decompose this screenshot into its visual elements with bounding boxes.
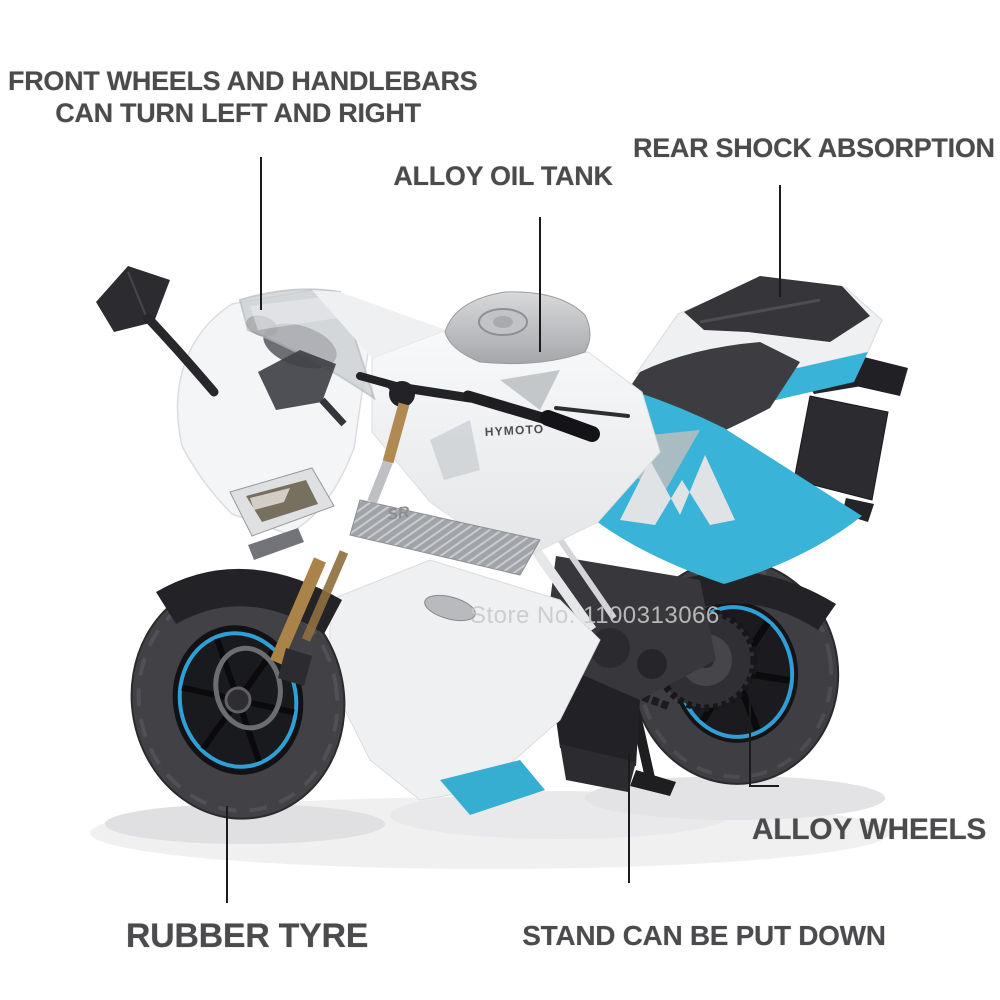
- callout-alloy-oil-tank: ALLOY OIL TANK: [393, 161, 613, 191]
- engine: [548, 556, 716, 792]
- leader-line-alloy-wheels-tick: [749, 785, 779, 787]
- front-fork-legs: [270, 550, 349, 686]
- brake-caliper: [278, 648, 312, 686]
- upper-cowl: [312, 290, 446, 358]
- leader-line-rear-shock: [779, 185, 781, 297]
- left-mirror: [96, 266, 219, 397]
- brand-logo-hymoto: HYMOTO: [484, 422, 544, 439]
- callout-front-wheels-handlebars: FRONT WHEELS AND HANDLEBARS CAN TURN LEF…: [8, 66, 478, 130]
- leader-line-rubber-tyre: [226, 806, 228, 903]
- callout-alloy-wheels: ALLOY WHEELS: [751, 813, 987, 846]
- carbon-vent-panel: [349, 499, 541, 576]
- callout-stand: STAND CAN BE PUT DOWN: [522, 920, 886, 951]
- exhaust: [560, 744, 636, 792]
- camo-patch: [430, 420, 480, 480]
- store-watermark: Store No. 1100313066: [470, 602, 720, 629]
- brake-disc: [213, 645, 283, 731]
- upper-fork: [367, 381, 415, 504]
- chrome-vent: [424, 594, 476, 622]
- leader-line-front-wheels: [260, 157, 262, 310]
- callout-rubber-tyre: RUBBER TYRE: [125, 917, 369, 955]
- leader-line-alloy-wheels: [749, 697, 751, 787]
- lower-fairing: [329, 559, 601, 815]
- right-mirror: [258, 350, 347, 427]
- rear-seat-cowl: [684, 276, 870, 342]
- model-badge-sr: SR: [386, 504, 411, 524]
- callout-rear-shock-absorption: REAR SHOCK ABSORPTION: [633, 133, 995, 163]
- headlight: [229, 467, 335, 537]
- leader-line-stand: [628, 753, 630, 883]
- fuel-tank-top: [444, 291, 591, 365]
- callout-front-line1: FRONT WHEELS AND HANDLEBARS: [8, 66, 478, 96]
- callout-front-line2: CAN TURN LEFT AND RIGHT: [55, 97, 421, 128]
- leader-line-oil-tank: [539, 217, 541, 352]
- camo-patch: [500, 370, 560, 410]
